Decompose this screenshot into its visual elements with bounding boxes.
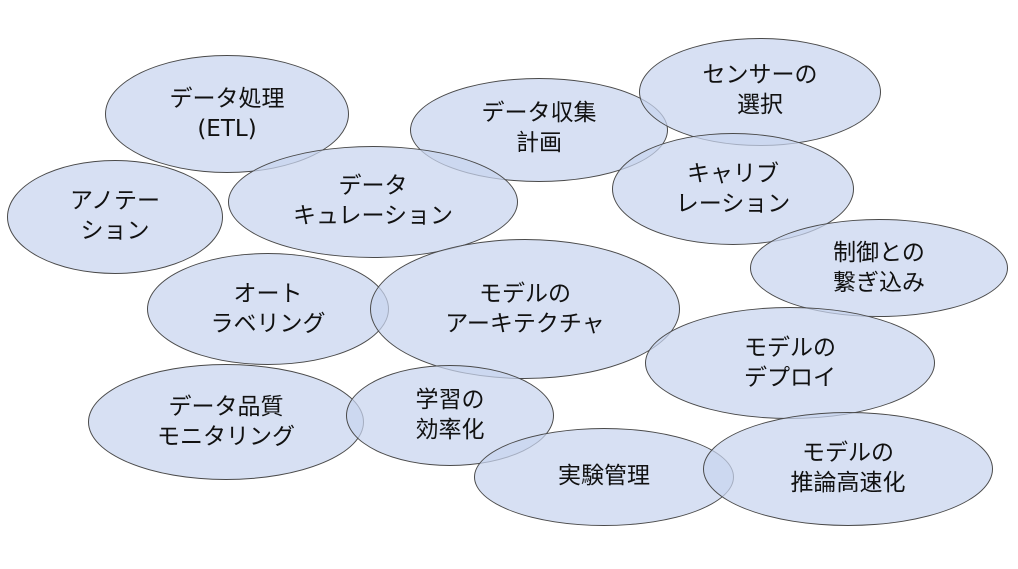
bubble-inference-acceleration — [703, 412, 993, 526]
label-line: 推論高速化 — [790, 470, 906, 496]
bubble-experiment-management — [474, 428, 734, 526]
label-line: データ処理 — [169, 86, 285, 112]
label-line: データ品質 — [168, 394, 284, 420]
bubble-annotation — [7, 160, 223, 274]
label-model-architecture: モデルの アーキテクチャ — [445, 279, 604, 339]
label-line: (ETL) — [197, 116, 257, 142]
label-line: 制御との — [833, 240, 925, 266]
label-line: ション — [80, 218, 150, 244]
label-line: 実験管理 — [558, 463, 650, 489]
label-control-integration: 制御との 繋ぎ込み — [833, 238, 925, 298]
label-line: 効率化 — [415, 417, 485, 443]
label-data-collection-plan: データ収集 計画 — [482, 98, 597, 158]
label-experiment-management: 実験管理 — [558, 461, 650, 491]
label-line: キュレーション — [292, 203, 454, 229]
label-line: アノテー — [70, 188, 160, 214]
bubble-model-deploy — [645, 307, 935, 419]
label-calibration: キャリブ レーション — [676, 159, 791, 219]
label-line: モデルの — [744, 335, 836, 361]
label-line: オート — [233, 281, 303, 307]
label-data-processing: データ処理 (ETL) — [170, 84, 285, 144]
label-line: キャリブ — [686, 161, 779, 187]
label-line: データ収集 — [481, 100, 597, 126]
label-line: モデルの — [802, 440, 894, 466]
bubble-auto-labeling — [147, 253, 389, 365]
label-line: ラベリング — [210, 311, 326, 337]
label-sensor-selection: センサーの 選択 — [703, 60, 818, 120]
label-line: センサーの — [702, 62, 818, 88]
label-line: データ — [338, 173, 408, 199]
label-line: 繋ぎ込み — [833, 270, 925, 296]
label-line: 計画 — [516, 130, 562, 156]
label-learning-efficiency: 学習の 効率化 — [416, 385, 485, 445]
label-data-curation: データ キュレーション — [293, 171, 453, 231]
label-line: モデルの — [478, 281, 571, 307]
label-data-quality-monitoring: データ品質 モニタリング — [157, 392, 295, 452]
label-line: デプロイ — [744, 365, 836, 391]
label-line: 学習の — [415, 387, 485, 413]
label-model-deploy: モデルの デプロイ — [744, 333, 836, 393]
label-auto-labeling: オート ラベリング — [211, 279, 326, 339]
label-line: 選択 — [737, 92, 783, 118]
label-inference-acceleration: モデルの 推論高速化 — [791, 438, 906, 498]
bubble-data-curation — [228, 146, 518, 258]
label-line: モニタリング — [157, 424, 295, 450]
bubble-model-architecture — [370, 239, 680, 379]
label-line: レーション — [675, 191, 791, 217]
label-annotation: アノテー ション — [70, 186, 160, 246]
bubble-control-integration — [750, 219, 1008, 317]
label-line: アーキテクチャ — [445, 311, 605, 337]
